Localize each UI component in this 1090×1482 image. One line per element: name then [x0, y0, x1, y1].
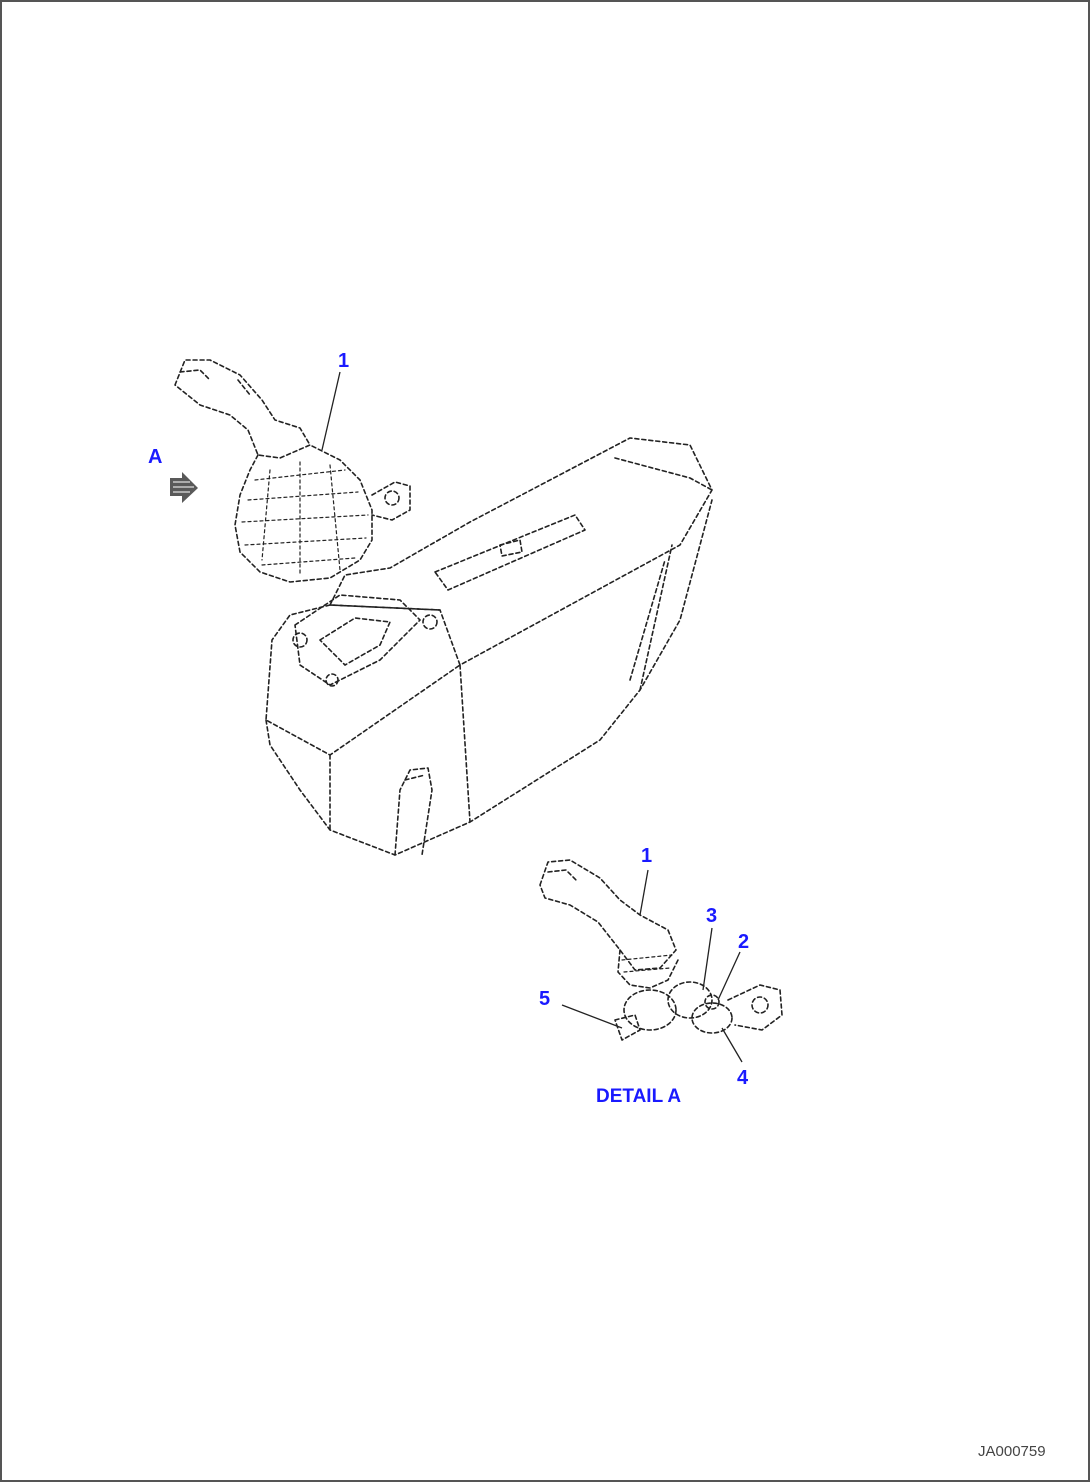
joystick-detail	[539, 859, 783, 1041]
callout-3: 3	[706, 905, 717, 927]
callout-5: 5	[539, 988, 550, 1010]
leader-lines	[321, 371, 743, 1063]
detail-title: DETAIL A	[596, 1086, 681, 1107]
callout-2: 2	[738, 931, 749, 953]
callout-1-detail: 1	[641, 845, 652, 867]
view-arrow-icon	[170, 472, 198, 503]
joystick-main	[174, 359, 411, 583]
callout-1-main: 1	[338, 350, 349, 372]
console-body	[265, 437, 713, 856]
figure-id: JA000759	[978, 1443, 1046, 1460]
callout-4: 4	[737, 1067, 749, 1089]
callout-view-a: A	[148, 446, 162, 468]
